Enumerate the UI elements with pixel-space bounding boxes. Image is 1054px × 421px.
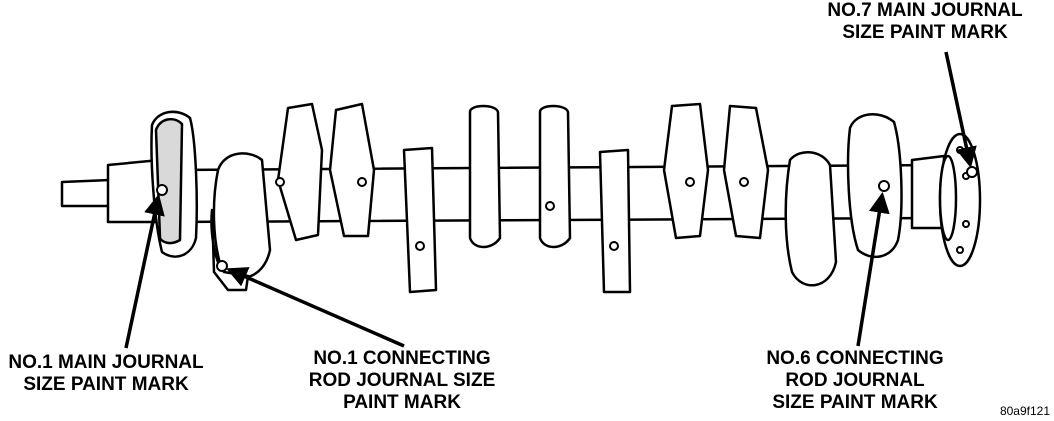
label-line: ROD JOURNAL: [785, 370, 925, 391]
paint-mark-main-1: [156, 184, 168, 196]
label-line: NO.6 CONNECTING: [766, 348, 944, 369]
web-4: [402, 146, 438, 294]
paint-mark-rod-1: [216, 260, 228, 272]
label-line: SIZE PAINT MARK: [842, 22, 1008, 43]
label-line: SIZE PAINT MARK: [23, 374, 189, 395]
paint-mark-rod-6: [878, 180, 890, 192]
oil-hole: [739, 177, 749, 187]
oil-hole: [609, 241, 619, 251]
crank-throw-6: [784, 151, 838, 287]
label-line: NO.7 MAIN JOURNAL: [827, 0, 1023, 21]
flange-bolt-hole: [962, 220, 970, 228]
label-line: NO.1 MAIN JOURNAL: [8, 352, 204, 373]
flange-bolt-hole: [956, 246, 964, 254]
leader-lines: [124, 51, 977, 349]
leader-main-1: [124, 193, 165, 349]
oil-hole: [275, 177, 285, 187]
web-6: [538, 104, 572, 249]
crankshaft: [60, 102, 982, 294]
crank-snout: [60, 178, 112, 208]
leader-rod-6: [856, 191, 890, 347]
label-line: PAINT MARK: [343, 392, 461, 413]
label-rod-journal-6: NO.6 CONNECTING ROD JOURNAL SIZE PAINT M…: [740, 348, 970, 414]
label-rod-journal-1: NO.1 CONNECTING ROD JOURNAL SIZE PAINT M…: [286, 348, 518, 414]
counterweight-front-shade: [154, 117, 184, 245]
web-3: [328, 102, 376, 238]
counterweight-rear: [846, 113, 903, 259]
figure-id: 80a9f121: [999, 404, 1050, 418]
leader-rod-1: [226, 267, 405, 348]
label-line: ROD JOURNAL SIZE: [308, 370, 496, 391]
label-main-journal-1: NO.1 MAIN JOURNAL SIZE PAINT MARK: [0, 352, 212, 396]
paint-mark-main-7: [966, 166, 978, 178]
crank-throw-1: [212, 152, 272, 279]
label-main-journal-7: NO.7 MAIN JOURNAL SIZE PAINT MARK: [800, 0, 1050, 44]
oil-hole: [415, 241, 425, 251]
oil-hole: [545, 201, 555, 211]
web-9: [722, 104, 770, 240]
flange-bolt-hole: [956, 146, 964, 154]
web-5: [468, 104, 502, 249]
label-line: SIZE PAINT MARK: [772, 392, 938, 413]
rear-flange-inner: [938, 154, 958, 242]
leader-main-7: [944, 51, 977, 169]
oil-hole: [685, 177, 695, 187]
web-8: [662, 102, 710, 240]
oil-hole: [357, 177, 367, 187]
label-line: NO.1 CONNECTING: [313, 348, 491, 369]
web-7: [598, 148, 632, 294]
